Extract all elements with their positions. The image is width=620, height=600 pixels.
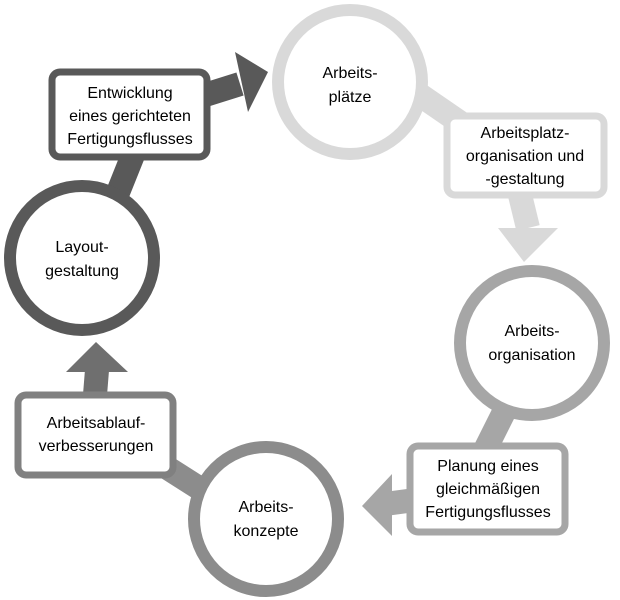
box-arbeitsplatzorganisation-line-3: -gestaltung bbox=[485, 171, 564, 188]
box-entwicklung-line-2: eines gerichteten bbox=[69, 108, 191, 125]
box-arbeitsablauf-line-2: verbesserungen bbox=[39, 438, 154, 455]
node-arbeitsorganisation-line-1: Arbeits- bbox=[504, 323, 559, 340]
box-planung-line-2: gleichmäßigen bbox=[436, 481, 540, 498]
box-entwicklung-line-1: Entwicklung bbox=[87, 85, 172, 102]
connector-ablauf-to-arrow bbox=[83, 369, 109, 396]
arrow-right-icon bbox=[235, 52, 268, 112]
box-planung: Planung eines gleichmäßigen Fertigungsfl… bbox=[406, 442, 569, 536]
node-layoutgestaltung-line-1: Layout- bbox=[55, 239, 108, 256]
node-arbeitskonzepte: Arbeits- konzepte bbox=[188, 441, 344, 597]
node-arbeitskonzepte-line-2: konzepte bbox=[234, 523, 299, 540]
box-entwicklung-line-3: Fertigungsflusses bbox=[67, 131, 192, 148]
node-arbeitsplaetze: Arbeits- plätze bbox=[272, 4, 428, 160]
box-planung-line-3: Fertigungsflusses bbox=[425, 504, 550, 521]
box-arbeitsplatzorganisation-line-1: Arbeitsplatz- bbox=[481, 125, 570, 142]
arrow-down-right-icon bbox=[498, 228, 558, 262]
node-layoutgestaltung: Layout- gestaltung bbox=[4, 180, 160, 336]
arrow-left-icon bbox=[362, 474, 392, 536]
box-arbeitsplatzorganisation-line-2: organisation und bbox=[466, 148, 584, 165]
connector-entwicklung-to-arrow bbox=[201, 72, 244, 107]
node-arbeitsorganisation-line-2: organisation bbox=[488, 347, 575, 364]
arrow-up-icon bbox=[66, 342, 128, 372]
box-planung-line-1: Planung eines bbox=[437, 458, 538, 475]
node-arbeitsorganisation: Arbeits- organisation bbox=[454, 265, 610, 421]
node-arbeitsplaetze-line-2: plätze bbox=[329, 89, 372, 106]
box-entwicklung: Entwicklung eines gerichteten Fertigungs… bbox=[48, 68, 211, 161]
node-arbeitsplaetze-line-1: Arbeits- bbox=[322, 65, 377, 82]
node-arbeitskonzepte-line-1: Arbeits- bbox=[238, 499, 293, 516]
box-arbeitsablauf-line-1: Arbeitsablauf- bbox=[47, 415, 146, 432]
connector-box-to-arrow bbox=[508, 192, 540, 231]
node-layoutgestaltung-line-2: gestaltung bbox=[45, 263, 119, 280]
box-arbeitsablauf: Arbeitsablauf- verbesserungen bbox=[14, 391, 177, 479]
box-arbeitsplatzorganisation: Arbeitsplatz- organisation und -gestaltu… bbox=[443, 112, 608, 199]
